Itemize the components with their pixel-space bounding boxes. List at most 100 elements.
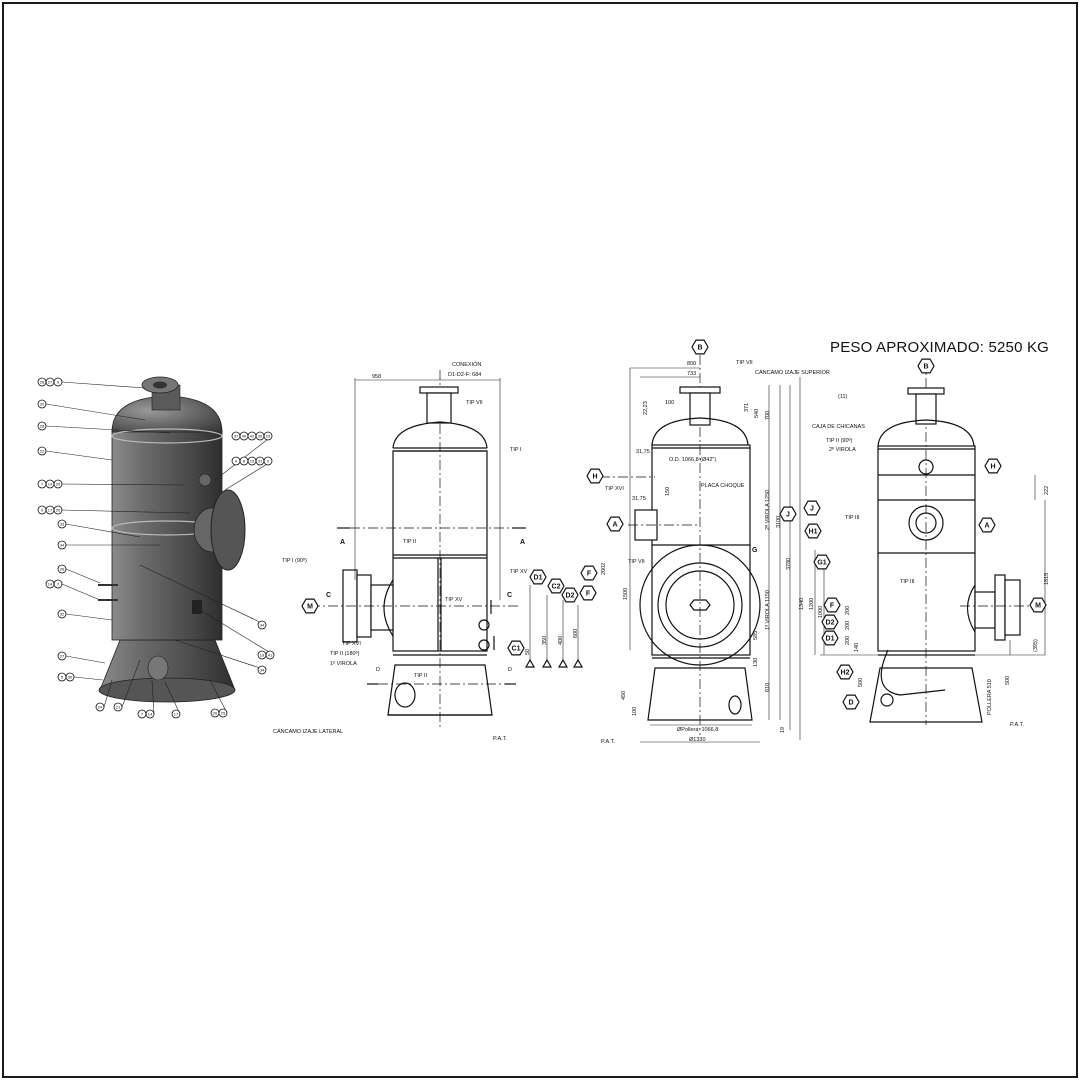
hex-tag-h1: H1: [804, 523, 822, 539]
front-view: 958 CONEXIÓN D1-D2-F: 684 TIP VII TIP I …: [273, 361, 597, 742]
balloon-number: 25: [221, 711, 226, 716]
hex-outline: [804, 523, 822, 539]
balloon-number: 21: [116, 705, 121, 710]
part-balloon: 28: [37, 421, 171, 434]
label-pat: P.A.T.: [601, 739, 615, 745]
part-balloon: 17: [164, 681, 181, 719]
leader-line: [61, 483, 186, 486]
hex-tag-label: H2: [841, 670, 850, 677]
hex-outline: [529, 569, 547, 585]
hex-tag-b: B: [691, 339, 709, 355]
balloon-number: 42: [250, 434, 255, 439]
dim-700: 700: [765, 411, 771, 420]
section-c-right: C: [507, 592, 512, 599]
hex-tag-a: A: [606, 516, 624, 532]
hex-tag-label: B: [923, 364, 928, 371]
leader-line: [121, 659, 141, 708]
dim-610: 610: [765, 683, 771, 692]
balloon-number: 27: [48, 380, 53, 385]
part-balloon: 32: [37, 399, 146, 421]
label-tip-vii: TIP VII: [736, 360, 753, 366]
dim-100b: 100: [632, 707, 638, 716]
hex-tag-label: M: [307, 604, 313, 611]
hex-tag-d1: D1: [529, 569, 547, 585]
balloon-number: 17: [174, 712, 179, 717]
dim-150: 150: [665, 487, 671, 496]
hex-tag-label: D: [848, 700, 853, 707]
hex-outline: [803, 500, 821, 516]
hex-tag-d: D: [842, 694, 860, 710]
hex-tag-label: D1: [826, 636, 835, 643]
hex-tag-label: H: [592, 474, 597, 481]
balloon-circle: [263, 456, 273, 466]
side-view: 800 733 TIP VII CÁNCAMO IZAJE SUPERIOR 1…: [580, 339, 830, 745]
balloon-circle: [53, 505, 63, 515]
balloon-number: 26: [213, 711, 218, 716]
hex-outline: [547, 578, 565, 594]
label-tip-xvi: TIP XVI: [605, 486, 624, 492]
balloon-circle: [257, 620, 267, 630]
balloon-circle: [57, 540, 67, 550]
balloon-number: 5: [61, 675, 64, 680]
dim-222: 222: [1044, 486, 1050, 495]
leader-line: [45, 425, 171, 434]
leader-line: [199, 609, 275, 656]
part-balloon: 34: [174, 639, 267, 675]
hex-tag-label: G1: [817, 560, 826, 567]
hex-tag-label: J: [810, 506, 814, 513]
hex-tag-label: A: [984, 523, 989, 530]
hex-tag-m: M: [1029, 597, 1047, 613]
hex-tag-d1: D1: [821, 630, 839, 646]
leader-line: [61, 381, 146, 389]
balloon-number: 20: [56, 482, 61, 487]
part-balloon: 32: [57, 609, 113, 621]
dim-od: O.D. 1066,8 (Ø42"): [669, 457, 716, 463]
part-balloon: 21: [113, 659, 141, 712]
label-virola-1: 1º VIROLA 1150: [764, 590, 771, 630]
hex-tag-f: F: [823, 597, 841, 613]
balloon-number: 28: [40, 424, 45, 429]
hex-tag-h: H: [586, 468, 604, 484]
hex-tag-label: H1: [809, 529, 818, 536]
part-balloon: 34: [57, 540, 160, 550]
balloon-number: 19: [260, 653, 265, 658]
balloon-circle: [257, 665, 267, 675]
label-tip-i-90: TIP I (90º): [282, 557, 307, 564]
balloon-circle: [53, 479, 63, 489]
part-balloon: 26: [57, 564, 101, 584]
hex-outline: [978, 517, 996, 533]
label-tip-i: TIP I: [510, 447, 522, 453]
dim-600: 600: [573, 629, 579, 638]
balloon-number: 22: [40, 449, 45, 454]
balloon-number: 23: [266, 434, 271, 439]
leader-line: [103, 679, 113, 708]
dim-140: 140: [854, 643, 860, 652]
balloon-number: 39: [258, 434, 263, 439]
balloon-number: 17: [48, 508, 53, 513]
dim-1330: Ø1330: [689, 737, 706, 743]
hex-tag-label: D1: [534, 575, 543, 582]
dim-585: 585: [753, 631, 759, 640]
balloon-circle: [37, 399, 47, 409]
balloon-number: 14: [148, 712, 153, 717]
dim-540: 540: [754, 409, 760, 418]
section-a-right: A: [520, 539, 525, 546]
section-d-right: D: [508, 667, 512, 673]
part-balloon: 27: [57, 651, 106, 664]
balloon-circle: [53, 579, 63, 589]
leader-line: [174, 639, 267, 671]
label-conexion: CONEXIÓN: [452, 361, 481, 368]
section-d-left: D: [376, 667, 380, 673]
dim-31-75-b: 31,75: [632, 496, 646, 502]
dim-371: 371: [744, 403, 750, 412]
hex-tag-label: F: [830, 603, 835, 610]
balloon-circle: [57, 609, 67, 619]
hex-outline: [301, 598, 319, 614]
balloon-number: 32: [60, 612, 65, 617]
leader-line: [209, 679, 228, 714]
